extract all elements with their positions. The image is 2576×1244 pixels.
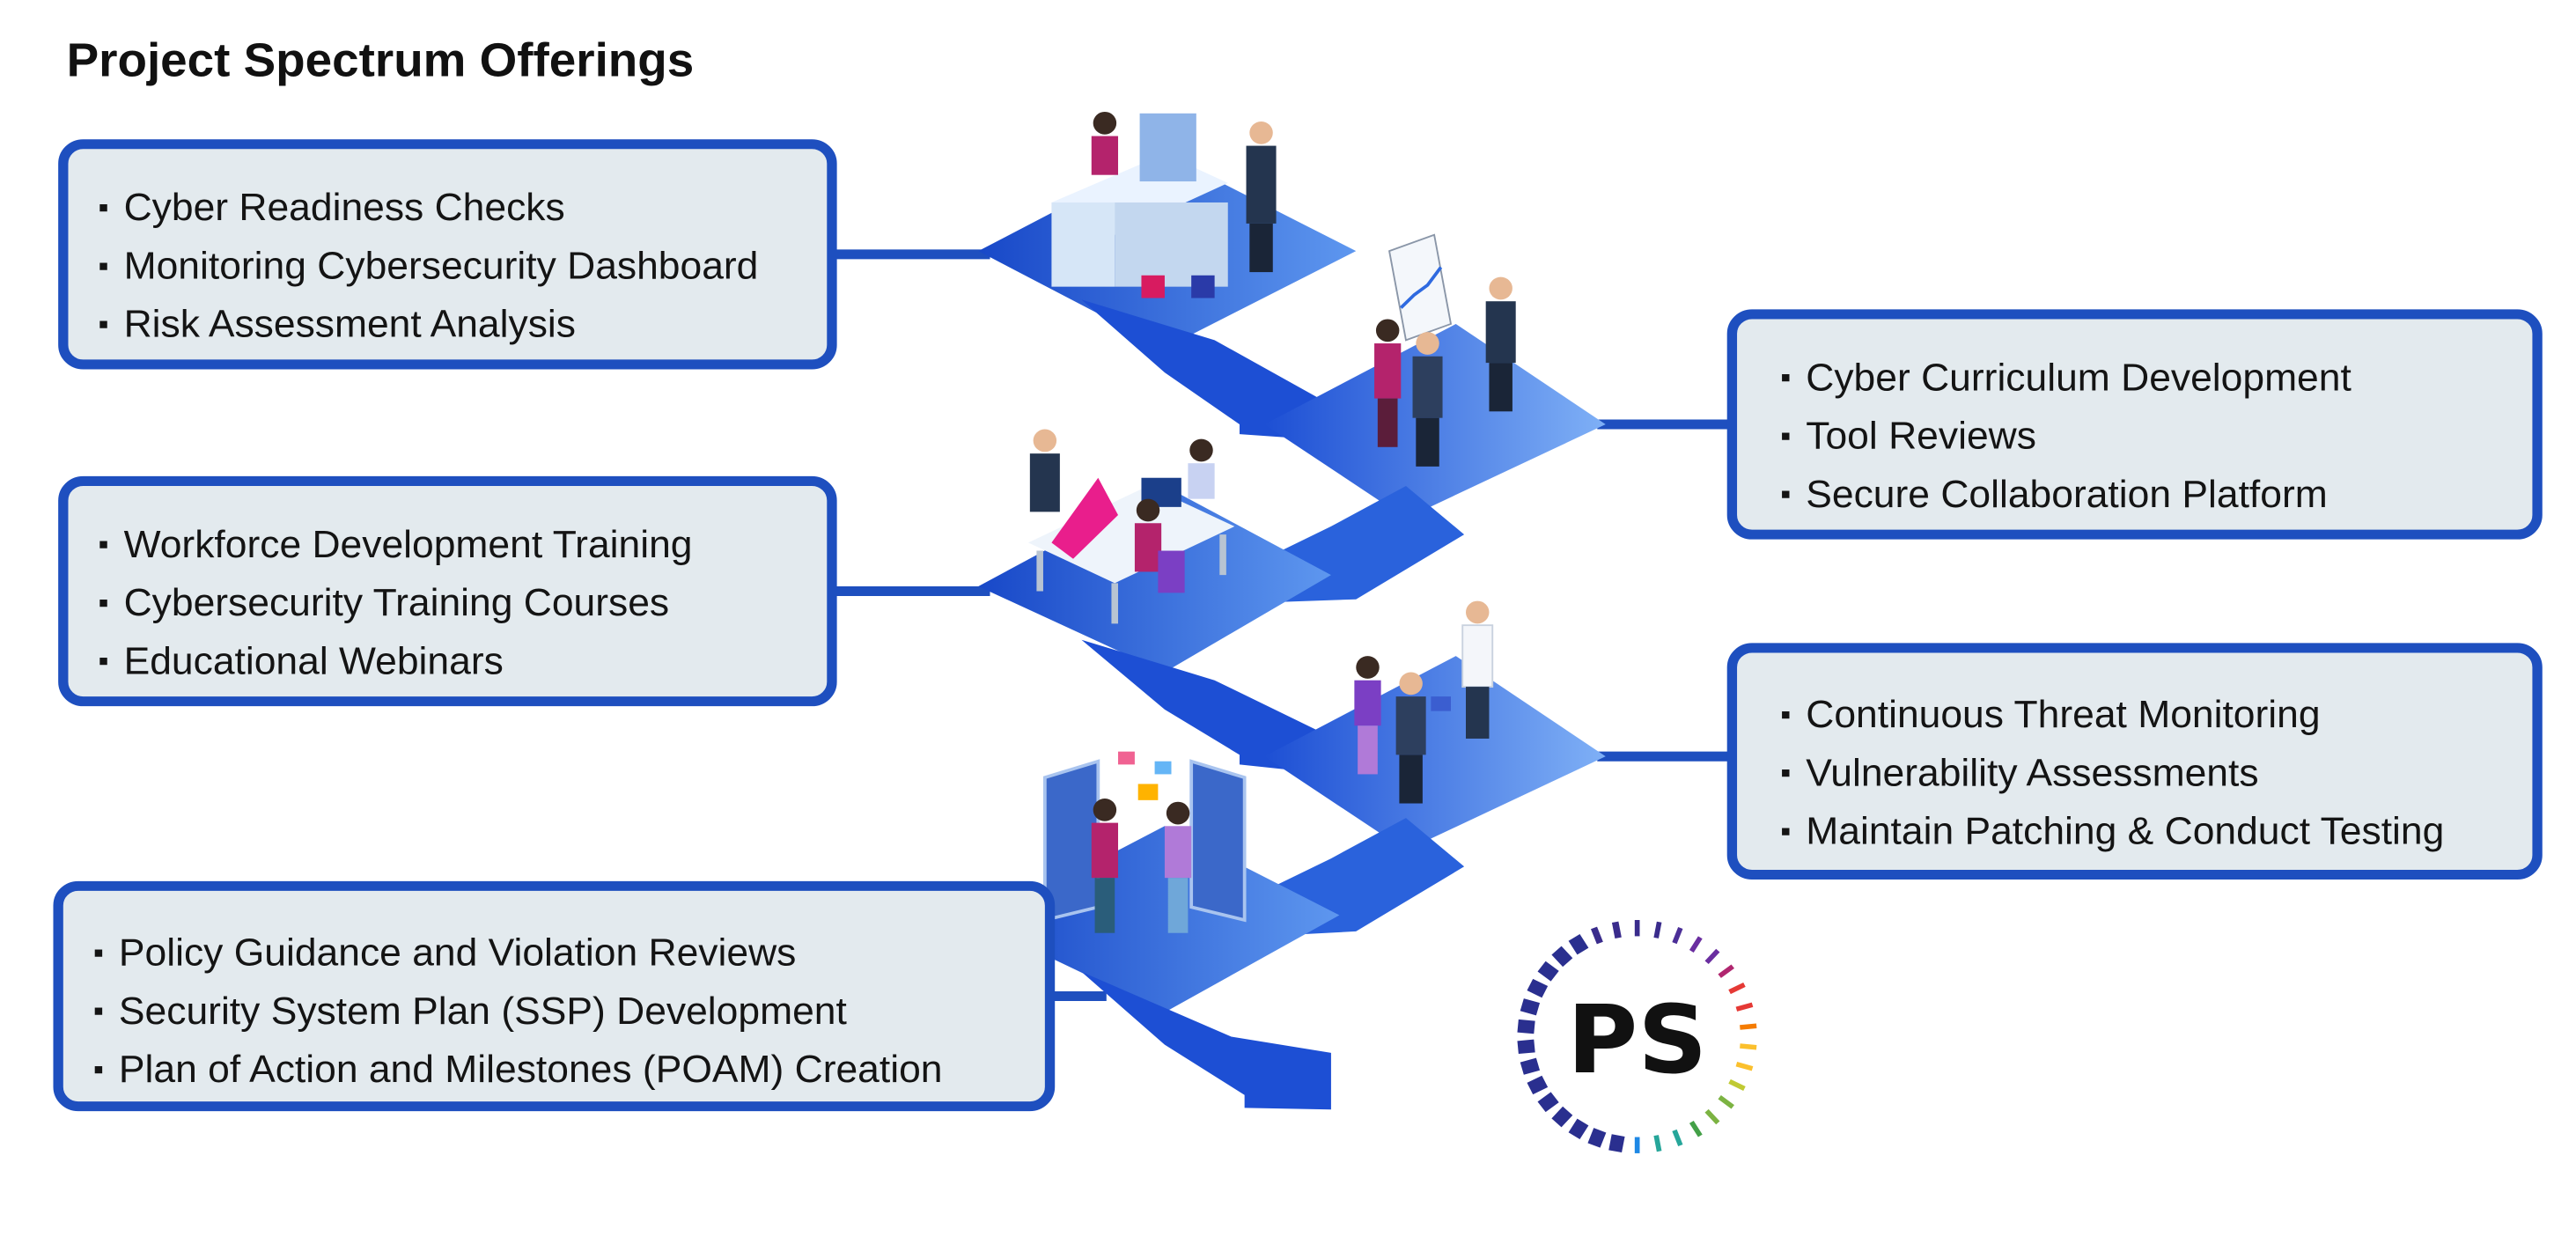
offering-item: Continuous Threat Monitoring <box>1780 687 2532 745</box>
logo-tick-ring <box>1517 920 1757 1153</box>
offering-list-2: Cyber Curriculum Development Tool Review… <box>1780 350 2532 525</box>
offering-item: Workforce Development Training <box>99 517 828 575</box>
logo-tick <box>1728 1078 1746 1091</box>
ps-logo: PS <box>1517 920 1757 1153</box>
offering-item: Educational Webinars <box>99 633 828 691</box>
offering-list-4: Continuous Threat Monitoring Vulnerabili… <box>1780 687 2532 862</box>
logo-tick <box>1704 948 1720 965</box>
logo-tick <box>1520 998 1541 1016</box>
logo-tick <box>1740 1043 1757 1050</box>
logo-text: PS <box>1567 985 1707 1094</box>
offering-item: Security System Plan (SSP) Development <box>93 983 1045 1042</box>
logo-tick <box>1689 936 1703 953</box>
logo-tick <box>1718 1095 1734 1109</box>
page-title: Project Spectrum Offerings <box>66 35 695 88</box>
offering-item: Risk Assessment Analysis <box>99 297 828 355</box>
offering-box-1: Cyber Readiness Checks Monitoring Cybers… <box>58 139 837 370</box>
arrow-1 <box>1081 299 1331 441</box>
logo-tick <box>1611 921 1622 939</box>
offering-item: Maintain Patching & Conduct Testing <box>1780 804 2532 862</box>
logo-tick <box>1590 926 1603 945</box>
discussion-icon <box>1354 600 1494 804</box>
connector-lines <box>831 249 1734 1001</box>
logo-tick <box>1537 961 1559 982</box>
offering-list-1: Cyber Readiness Checks Monitoring Cybers… <box>99 180 828 355</box>
platform-4 <box>1264 656 1606 850</box>
offering-box-3: Workforce Development Training Cybersecu… <box>58 475 837 707</box>
logo-tick <box>1527 978 1549 998</box>
presentation-board-icon <box>1374 233 1516 467</box>
logo-tick <box>1672 926 1683 945</box>
logo-tick <box>1608 1134 1625 1153</box>
logo-tick <box>1551 946 1573 968</box>
logo-tick <box>1517 1039 1535 1055</box>
offering-box-4: Continuous Threat Monitoring Vulnerabili… <box>1726 643 2543 880</box>
logo-tick <box>1740 1023 1757 1030</box>
offering-item: Vulnerability Assessments <box>1780 745 2532 803</box>
staircase-path <box>978 153 1606 1110</box>
offering-item: Cyber Readiness Checks <box>99 180 828 238</box>
logo-tick <box>1568 933 1589 955</box>
logo-tick <box>1587 1128 1607 1148</box>
offering-item: Plan of Action and Milestones (POAM) Cre… <box>93 1042 1045 1100</box>
digital-screens-icon <box>1042 751 1247 933</box>
logo-tick <box>1728 982 1746 995</box>
offering-item: Cybersecurity Training Courses <box>99 575 828 633</box>
arrow-5 <box>1081 971 1331 1110</box>
offering-box-2: Cyber Curriculum Development Tool Review… <box>1726 309 2543 540</box>
offering-item: Secure Collaboration Platform <box>1780 467 2532 525</box>
platform-5 <box>978 826 1340 1012</box>
logo-tick <box>1735 1002 1754 1012</box>
logo-tick <box>1653 921 1662 939</box>
offering-box-5: Policy Guidance and Violation Reviews Se… <box>53 880 1056 1112</box>
office-desk-icon <box>1051 111 1277 298</box>
logo-tick <box>1672 1129 1683 1146</box>
logo-tick <box>1718 964 1734 978</box>
arrow-3 <box>1081 639 1331 775</box>
logo-tick <box>1704 1108 1720 1125</box>
offering-item: Policy Guidance and Violation Reviews <box>93 925 1045 983</box>
logo-tick <box>1527 1075 1549 1095</box>
logo-tick <box>1551 1106 1573 1128</box>
offering-list-3: Workforce Development Training Cybersecu… <box>99 517 828 692</box>
logo-tick <box>1653 1135 1662 1152</box>
platform-3 <box>978 485 1331 673</box>
offering-item: Monitoring Cybersecurity Dashboard <box>99 238 828 296</box>
logo-tick <box>1520 1057 1541 1075</box>
logo-tick <box>1689 1121 1703 1137</box>
logo-tick <box>1517 1019 1535 1034</box>
team-meeting-icon <box>1027 429 1235 624</box>
offering-list-5: Policy Guidance and Violation Reviews Se… <box>93 925 1045 1100</box>
logo-tick <box>1537 1092 1559 1113</box>
logo-tick <box>1735 1062 1754 1071</box>
offering-item: Tool Reviews <box>1780 409 2532 467</box>
logo-tick <box>1568 1118 1589 1139</box>
offering-item: Cyber Curriculum Development <box>1780 350 2532 408</box>
